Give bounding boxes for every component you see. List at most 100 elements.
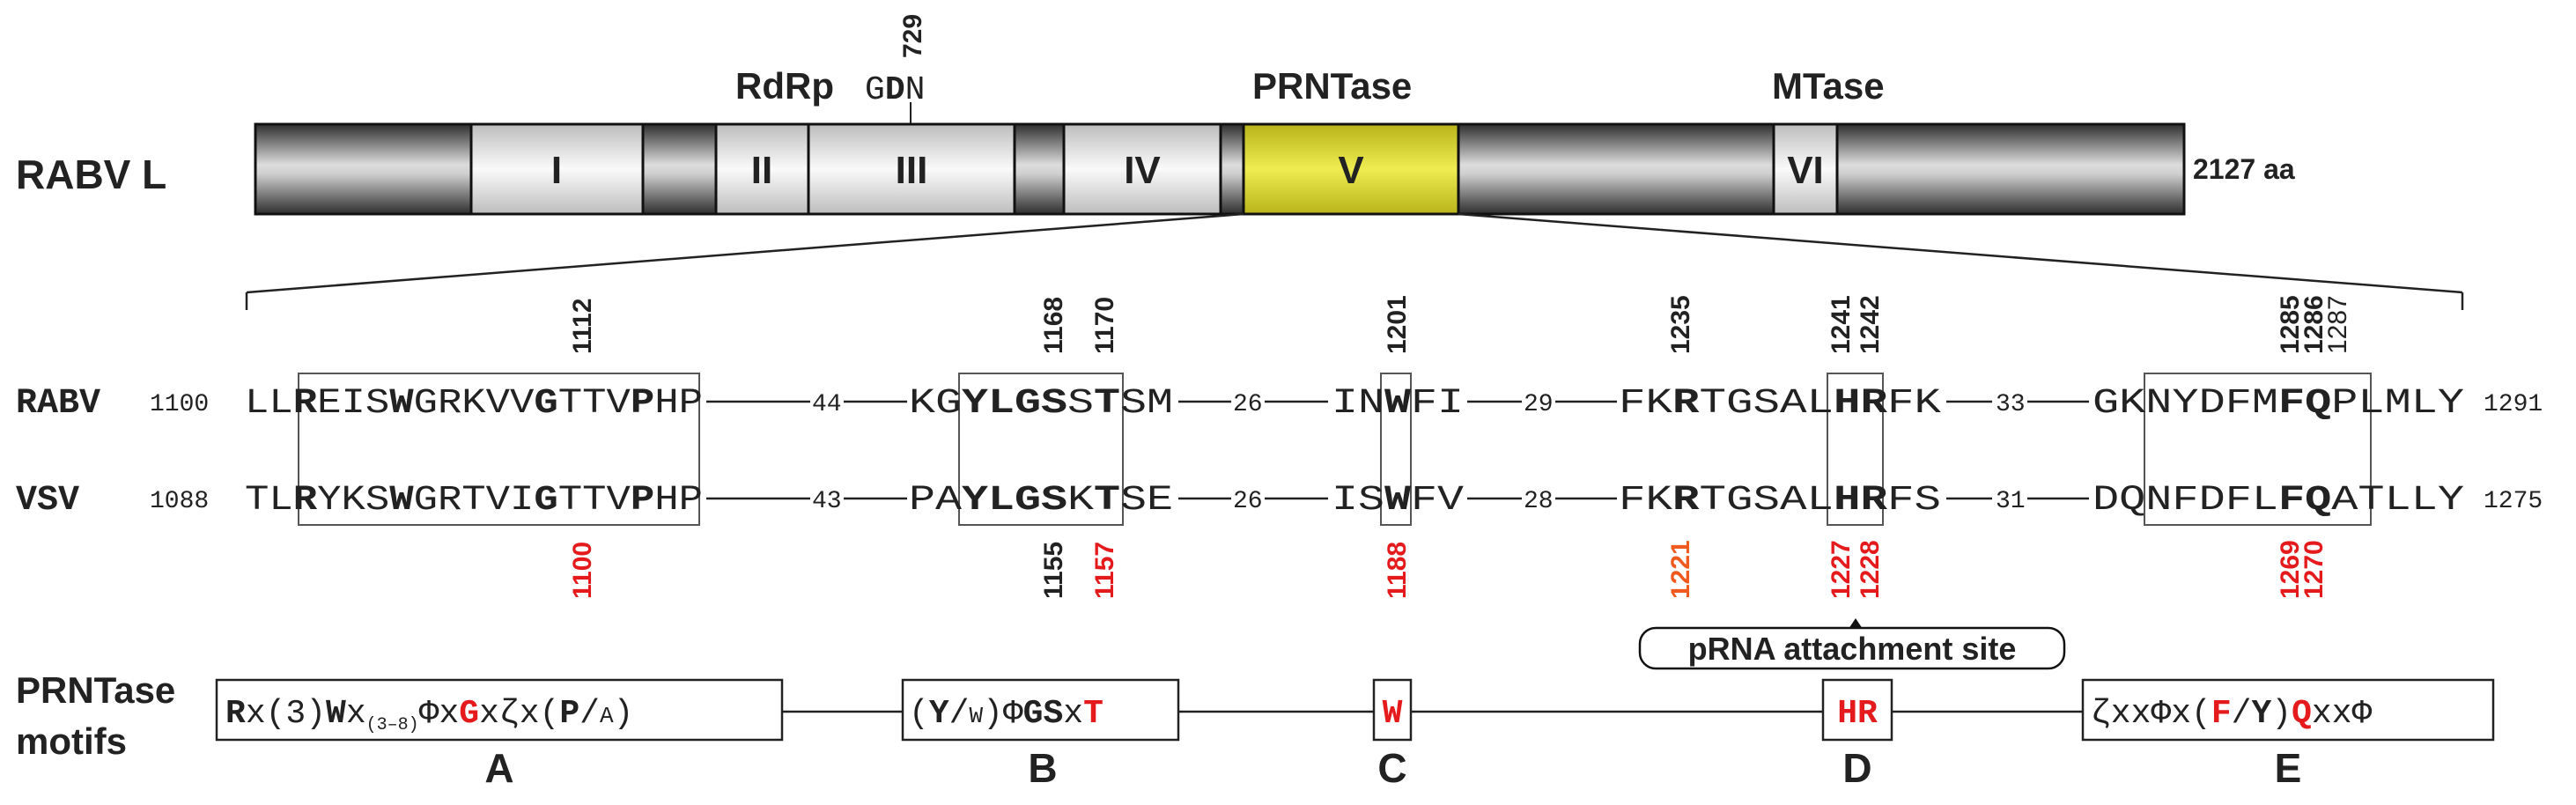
rabv-pos-1170: 1170 [1090,297,1119,354]
motif-d-pattern: HR [1837,695,1878,733]
motif-d: HR D [1821,678,1893,791]
protein-bar: I II III IV V VI [254,122,2186,216]
alignment-boxes [298,373,2372,526]
vsv-pos-1100: 1100 [568,542,597,599]
box-motif-d [1827,373,1884,526]
motif-e-pattern: ζxxΦx(F/Y)QxxΦ [2091,695,2372,733]
rabv-pos-1286: 1286 [2299,295,2329,354]
vsv-pos-1221: 1221 [1666,540,1695,599]
motif-b-letter: B [1028,745,1057,791]
rabv-pos-1241: 1241 [1827,295,1856,354]
protein-length: 2127 aa [2193,153,2295,185]
region-ii [714,122,810,216]
rabv-pos-1287: 1287 [2323,295,2352,354]
region-iii [807,122,1016,216]
vsv-label: VSV [16,481,79,521]
vsv-gap-1: 43 [812,488,842,515]
region-iv-label: IV [1124,149,1161,192]
zoom-bracket [245,212,2464,310]
rabv-gap-1: 44 [812,391,842,418]
region-ii-label: II [751,149,772,192]
rabv-pos-1242: 1242 [1856,295,1885,354]
region-v-label: V [1338,149,1364,192]
motif-e-box [2081,678,2495,742]
box-motif-e [2144,373,2372,526]
rabv-pos-1201: 1201 [1383,295,1412,354]
gdn-n: N [905,71,926,109]
attachment-label: pRNA attachment site [1688,631,2017,667]
domain-label-mtase: MTase [1772,65,1885,107]
motif-e: ζxxΦx(F/Y)QxxΦ E [2081,678,2495,791]
motif-c-letter: C [1377,745,1406,791]
region-v [1242,122,1460,216]
vsv-bottom-numbers: 1100 1155 1157 1188 1221 1227 1228 1269 … [568,540,2329,599]
attachment-callout: pRNA attachment site [1638,618,2066,670]
motif-b-pattern: (Y/W)ΦGSxT [909,695,1103,733]
motif-a-box [215,678,784,742]
vsv-pos-1270: 1270 [2299,540,2329,599]
region-i-label: I [551,149,562,192]
motif-a-letter: A [484,745,513,791]
rabv-gap-4: 33 [1996,391,2026,418]
rabv-gap-3: 29 [1524,391,1554,418]
vsv-pos-1228: 1228 [1856,540,1885,599]
domain-label-rdrp: RdRp [735,65,834,107]
rabv-label: RABV [16,384,100,424]
rabv-pos-1235: 1235 [1666,295,1695,354]
rabv-pos-1168: 1168 [1039,297,1068,354]
rabv-start: 1100 [150,391,209,418]
motif-c-box [1372,678,1413,742]
rabv-pos-1285: 1285 [2276,295,2305,354]
region-vi [1772,122,1839,216]
vsv-pos-1227: 1227 [1827,540,1856,599]
vsv-pos-1188: 1188 [1383,542,1412,599]
motif-c: W C [1372,678,1413,791]
domain-label-prntase: PRNTase [1252,65,1412,107]
region-i [469,122,645,216]
motifs-label-line2: motifs [16,720,127,762]
vsv-pos-1269: 1269 [2276,540,2305,599]
vsv-start: 1088 [150,488,209,515]
motif-e-letter: E [2275,745,2302,791]
region-iii-label: III [896,149,928,192]
rabv-end: 1291 [2484,391,2543,418]
motif-d-letter: D [1842,745,1871,791]
gdn-g: G [865,71,885,109]
vsv-end: 1275 [2484,488,2543,515]
vsv-gap-2: 26 [1233,488,1263,515]
motifs-label-line1: PRNTase [16,669,175,711]
rabv-pos-1112: 1112 [568,299,597,354]
vsv-pos-1157: 1157 [1090,542,1119,599]
motif-c-pattern: W [1383,695,1403,733]
vsv-gap-3: 28 [1524,488,1554,515]
gdn-motif: GDN 729 [865,14,927,125]
motif-a-pattern: Rx(3)Wx(3–8)ΦxGxζx(P/A) [225,695,633,735]
vsv-pos-1155: 1155 [1039,542,1068,599]
box-motif-b [958,373,1124,526]
motif-d-box [1821,678,1893,742]
attachment-box [1638,626,2066,670]
gdn-d: D [885,71,905,109]
rabv-gap-2: 26 [1233,391,1263,418]
vsv-gap-4: 31 [1996,488,2026,515]
svg-text:GDN: GDN [865,71,925,109]
rabv-top-numbers: 1112 1168 1170 1201 1235 1241 1242 1285 … [568,295,2352,354]
motif-a: Rx(3)Wx(3–8)ΦxGxζx(P/A) A [215,678,784,791]
attachment-pointer [1849,618,1863,629]
motif-b-box [901,678,1180,742]
region-vi-label: VI [1787,149,1824,192]
protein-label: RABV L [16,151,166,197]
